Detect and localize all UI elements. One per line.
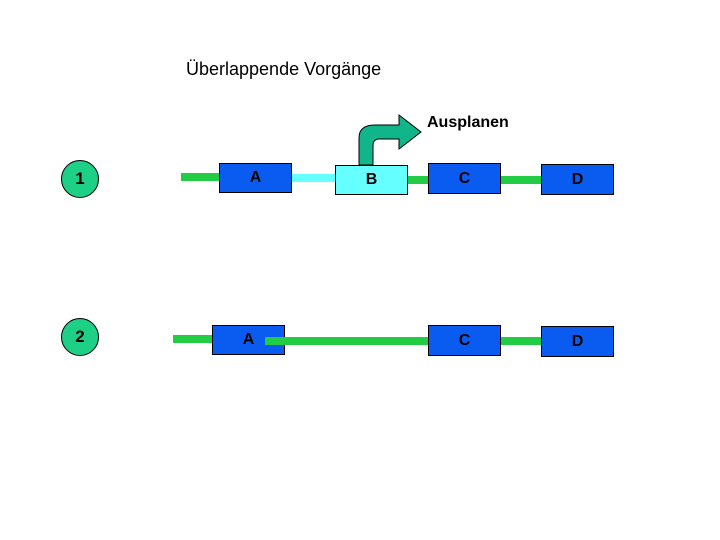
diagram-title: Überlappende Vorgänge: [186, 59, 382, 79]
task-label: A: [249, 169, 262, 186]
task-label: D: [571, 332, 584, 350]
overlap-link-bar: [265, 337, 429, 345]
task-label: B: [365, 171, 378, 188]
link-bar: [173, 335, 213, 343]
task-box-c: C: [428, 325, 501, 356]
task-label: C: [458, 331, 471, 349]
task-label: A: [242, 331, 255, 348]
link-bar: [501, 337, 542, 345]
link-bar: [181, 173, 220, 181]
task-box-c: C: [428, 163, 501, 194]
task-label: C: [458, 169, 471, 187]
curved-arrow-right-icon: [358, 113, 422, 166]
task-box-d: D: [541, 164, 614, 195]
task-box-b: B: [335, 165, 408, 195]
task-label: D: [571, 170, 584, 188]
row-number: 1: [75, 169, 85, 188]
link-bar: [501, 176, 542, 184]
row-number: 2: [75, 327, 85, 346]
annotation-label: Ausplanen: [427, 114, 509, 131]
removed-link-bar: [292, 174, 336, 182]
row-marker-1: 1: [61, 160, 99, 198]
link-bar: [408, 176, 429, 184]
row-marker-2: 2: [61, 318, 99, 356]
task-box-a: A: [219, 163, 292, 193]
task-box-d: D: [541, 326, 614, 357]
